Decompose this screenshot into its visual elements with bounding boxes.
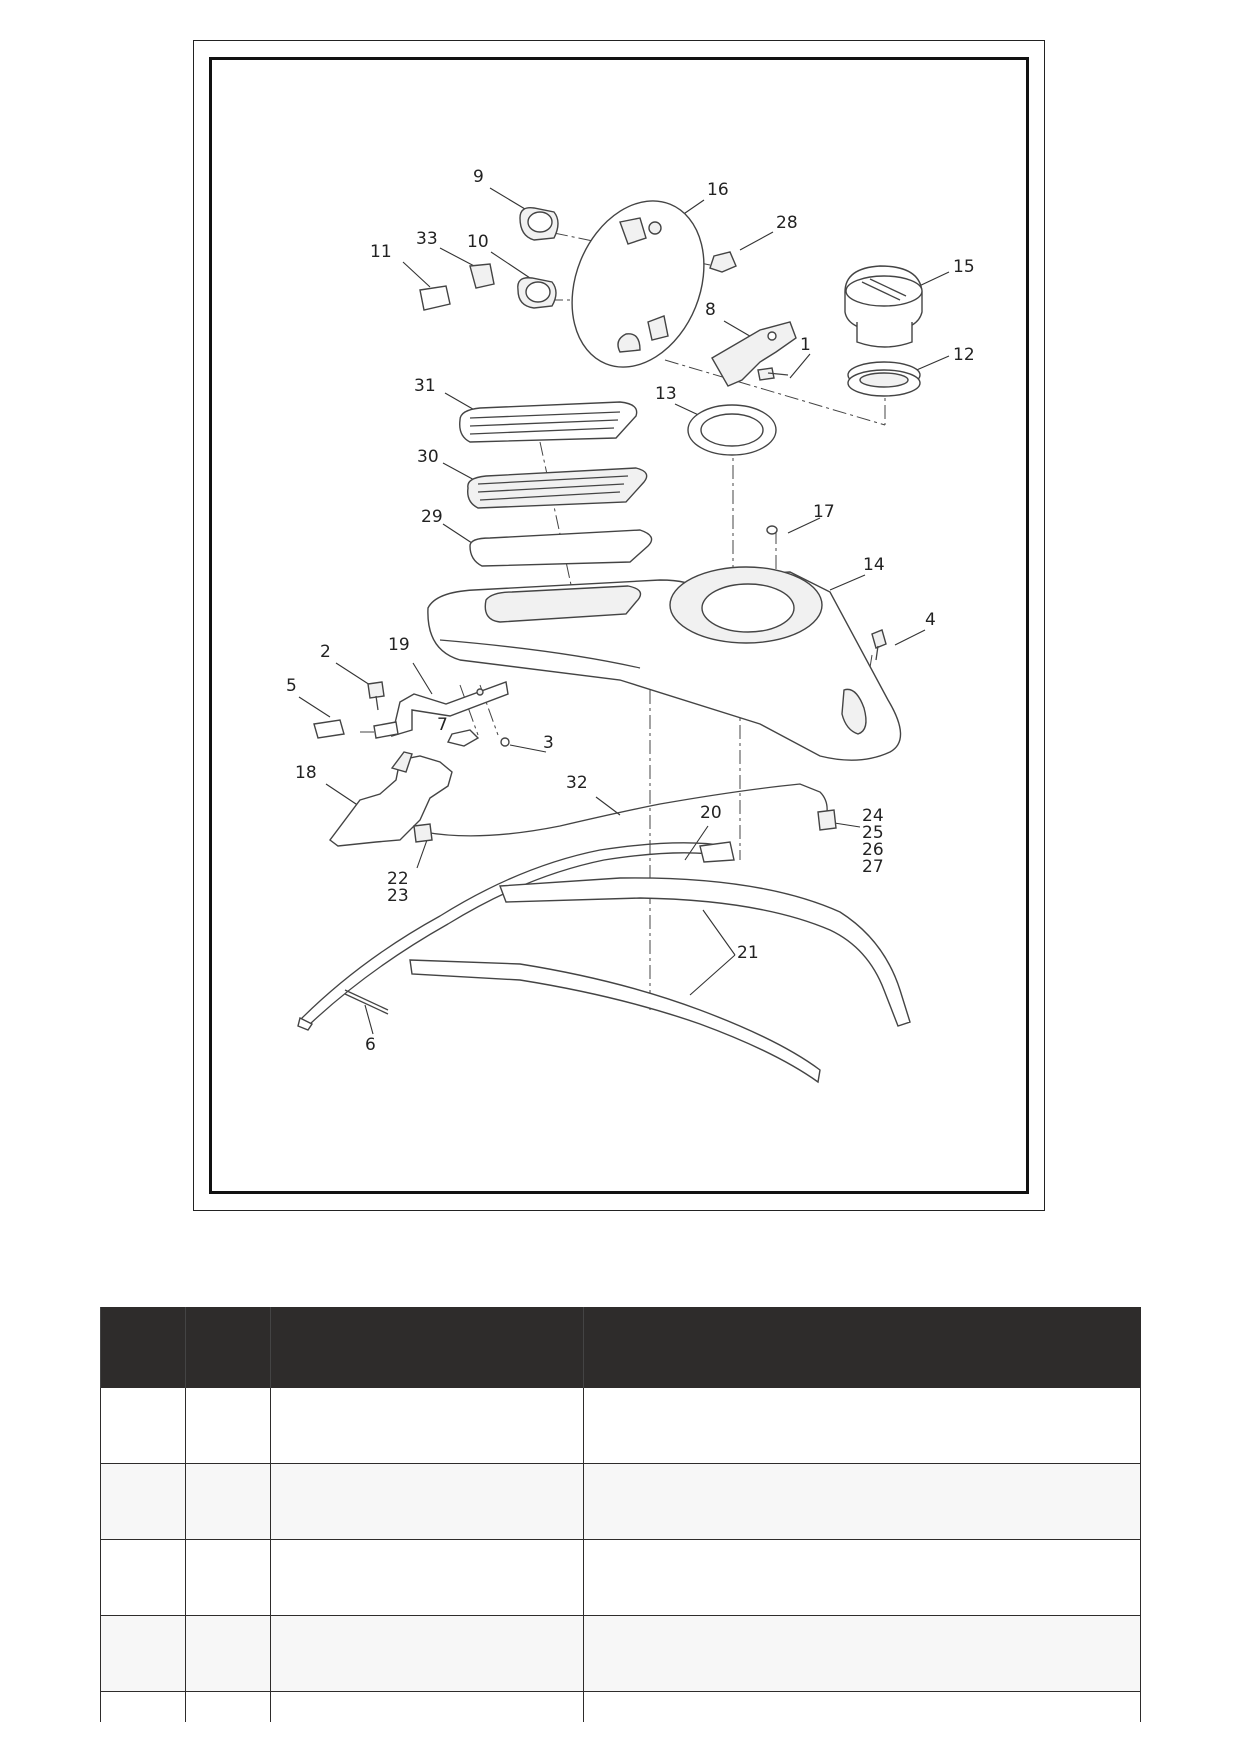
callout-31: 31: [414, 376, 436, 396]
callout-labels: 1 2 3 4 5 6 7 8 9 10 11 12 13 14 15 16 1…: [286, 167, 975, 1055]
callout-16: 16: [707, 180, 729, 200]
table-cell: [100, 1387, 186, 1464]
callout-22: 22: [387, 869, 409, 889]
table-cell: [185, 1387, 271, 1464]
part-bracket-19: [391, 681, 509, 738]
part-clip-33: [469, 263, 495, 289]
table-row: [100, 1691, 1141, 1722]
part-switch-9: [519, 207, 559, 241]
part-console-14: [427, 566, 902, 761]
header-cell: [270, 1307, 584, 1388]
callout-33: 33: [416, 229, 438, 249]
callout-32: 32: [566, 773, 588, 793]
header-cell: [185, 1307, 271, 1388]
callout-3: 3: [543, 733, 554, 753]
part-tie-6: [344, 989, 389, 1015]
table-row: [100, 1463, 1141, 1540]
table-cell: [100, 1539, 186, 1616]
parts-table: [100, 1307, 1141, 1722]
part-nut-5: [313, 719, 399, 739]
table-cell: [100, 1615, 186, 1692]
callout-12: 12: [953, 345, 975, 365]
table-cell: [185, 1691, 271, 1722]
table-cell: [270, 1539, 584, 1616]
callout-21: 21: [737, 943, 759, 963]
part-gasket-12: [847, 361, 921, 397]
callout-7: 7: [437, 715, 448, 735]
table-row: [100, 1615, 1141, 1692]
table-cell: [583, 1463, 1141, 1540]
table-cell: [100, 1463, 186, 1540]
callout-27: 27: [862, 857, 884, 877]
callout-25: 25: [862, 823, 884, 843]
exploded-parts-diagram: 1 2 3 4 5 6 7 8 9 10 11 12 13 14 15 16 1…: [286, 167, 975, 1084]
part-bolt-2: [367, 681, 385, 711]
part-screw-4: [871, 629, 887, 661]
callout-19: 19: [388, 635, 410, 655]
callout-15: 15: [953, 257, 975, 277]
part-nut-28: [709, 251, 737, 273]
part-switch-10: [517, 277, 557, 309]
table-cell: [185, 1463, 271, 1540]
header-cell: [583, 1307, 1141, 1388]
header-cell: [100, 1307, 186, 1388]
callout-30: 30: [417, 447, 439, 467]
table-cell: [583, 1691, 1141, 1722]
callout-13: 13: [655, 384, 677, 404]
callout-17: 17: [813, 502, 835, 522]
callout-18: 18: [295, 763, 317, 783]
table-row: [100, 1387, 1141, 1464]
table-cell: [583, 1615, 1141, 1692]
table-cell: [583, 1539, 1141, 1616]
table-header-row: [100, 1307, 1141, 1388]
table-cell: [270, 1463, 584, 1540]
part-ring-13: [687, 404, 777, 456]
callout-29: 29: [421, 507, 443, 527]
part-bracket-18: [329, 751, 453, 847]
part-bracket-8: [711, 321, 797, 387]
callout-23: 23: [387, 886, 409, 906]
table-cell: [583, 1387, 1141, 1464]
table-row: [100, 1539, 1141, 1616]
diagram-outer-frame: [193, 40, 1045, 1211]
part-trim-21: [409, 877, 911, 1084]
callout-26: 26: [862, 840, 884, 860]
part-clip-11: [419, 285, 451, 311]
callout-1: 1: [800, 335, 811, 355]
callout-4: 4: [925, 610, 936, 630]
table-cell: [270, 1691, 584, 1722]
callout-14: 14: [863, 555, 885, 575]
table-cell: [270, 1387, 584, 1464]
callout-10: 10: [467, 232, 489, 252]
table-cell: [270, 1615, 584, 1692]
part-washer-3: [500, 737, 510, 747]
callout-5: 5: [286, 676, 297, 696]
part-badge-30: [467, 467, 648, 509]
table-cell: [100, 1691, 186, 1722]
callout-20: 20: [700, 803, 722, 823]
callout-6: 6: [365, 1035, 376, 1055]
callout-8: 8: [705, 300, 716, 320]
callout-11: 11: [370, 242, 392, 262]
callout-2: 2: [320, 642, 331, 662]
part-pad-29: [469, 529, 653, 567]
table-cell: [185, 1539, 271, 1616]
part-clip-7: [446, 729, 480, 747]
part-wiring-32: [413, 783, 837, 843]
table-cell: [185, 1615, 271, 1692]
part-rubber-17: [766, 525, 778, 535]
callout-24: 24: [862, 806, 884, 826]
callout-28: 28: [776, 213, 798, 233]
part-bolt-1: [757, 367, 789, 381]
part-fuel-cap-15: [844, 265, 923, 348]
part-plate-16: [571, 200, 705, 368]
callout-9: 9: [473, 167, 484, 187]
part-badge-31: [459, 401, 638, 443]
diagram-inner-frame: [209, 57, 1029, 1194]
